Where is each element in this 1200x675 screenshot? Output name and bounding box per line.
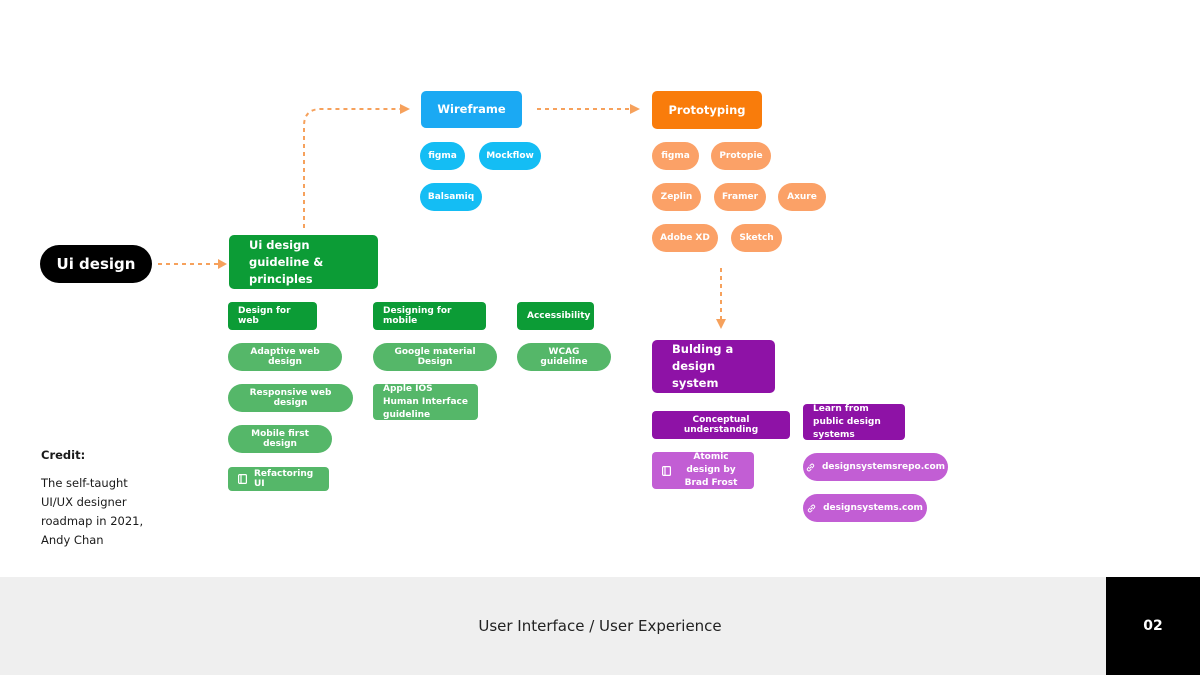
prototyping-tool-sketch[interactable]: Sketch (731, 224, 782, 252)
apple-ios-guideline-label: Apple IOS Human Interface guideline (383, 383, 468, 420)
arrowhead (630, 104, 640, 114)
responsive-web-design-label: Responsive web design (249, 388, 332, 408)
atomic-design-node[interactable]: Atomic design by Brad Frost (652, 452, 754, 489)
designing-for-mobile-label: Designing for mobile (383, 306, 452, 326)
prototyping-tool-framer-label: Framer (722, 192, 759, 202)
prototyping-tool-adobe-xd-label: Adobe XD (660, 233, 710, 243)
credit-line: Andy Chan (41, 533, 104, 547)
wireframe-title: Wireframe (437, 102, 506, 116)
wireframe-tool-figma-label: figma (428, 151, 457, 161)
design-system-node[interactable]: Bulding a design system (652, 340, 775, 393)
wcag-guideline-pill[interactable]: WCAG guideline (517, 343, 611, 371)
designing-for-mobile-node[interactable]: Designing for mobile (373, 302, 486, 330)
wireframe-tool-balsamiq[interactable]: Balsamiq (420, 183, 482, 211)
page-number: 02 (1106, 577, 1200, 675)
mobile-first-design-pill[interactable]: Mobile first design (228, 425, 332, 453)
responsive-web-design-pill[interactable]: Responsive web design (228, 384, 353, 412)
credit-line: UI/UX designer (41, 495, 127, 509)
wireframe-tool-figma[interactable]: figma (420, 142, 465, 170)
credit-heading: Credit: (41, 448, 86, 462)
prototyping-tool-protopie-label: Protopie (719, 151, 763, 161)
link-icon (807, 504, 816, 512)
public-design-systems-label: Learn from public design systems (813, 403, 881, 440)
design-for-web-label: Design for web (238, 306, 291, 326)
wireframe-tool-mockflow[interactable]: Mockflow (479, 142, 541, 170)
arrowhead (400, 104, 410, 114)
guideline-title: Ui design guideline & principles (249, 237, 324, 286)
prototyping-tool-figma-label: figma (661, 151, 690, 161)
public-design-systems-node[interactable]: Learn from public design systems (803, 404, 905, 440)
wcag-guideline-label: WCAG guideline (540, 347, 588, 367)
prototyping-tool-figma[interactable]: figma (652, 142, 699, 170)
conceptual-understanding-label: Conceptual understanding (683, 415, 759, 435)
apple-ios-guideline-node[interactable]: Apple IOS Human Interface guideline (373, 384, 478, 420)
book-icon (662, 465, 671, 476)
design-system-title: Bulding a design system (672, 342, 734, 390)
refactoring-ui-label: Refactoring UI (254, 469, 314, 489)
footer-title: User Interface / User Experience (478, 617, 722, 635)
wireframe-tool-mockflow-label: Mockflow (486, 151, 534, 161)
arrow-guideline-to-wireframe (303, 108, 400, 228)
credit-line: roadmap in 2021, (41, 514, 144, 528)
prototyping-tool-zeplin-label: Zeplin (660, 192, 693, 202)
prototyping-tool-zeplin[interactable]: Zeplin (652, 183, 701, 211)
prototyping-node[interactable]: Prototyping (652, 91, 762, 129)
prototyping-tool-sketch-label: Sketch (739, 233, 774, 243)
arrowhead (218, 259, 227, 269)
page-number-label: 02 (1143, 618, 1163, 634)
book-icon (238, 474, 247, 484)
prototyping-title: Prototyping (668, 102, 746, 117)
atomic-design-label: Atomic design by Brad Frost (684, 452, 738, 488)
accessibility-label: Accessibility (527, 311, 591, 321)
credit-line: The self-taught (41, 476, 128, 490)
designsystemsrepo-link[interactable]: designsystemsrepo.com (803, 453, 948, 481)
prototyping-tool-framer[interactable]: Framer (714, 183, 766, 211)
designsystems-label: designsystems.com (823, 503, 923, 513)
designsystems-link[interactable]: designsystems.com (803, 494, 927, 522)
root-label: Ui design (56, 255, 136, 273)
accessibility-node[interactable]: Accessibility (517, 302, 594, 330)
credit-text: The self-taught UI/UX designer roadmap i… (41, 474, 143, 550)
wireframe-tool-balsamiq-label: Balsamiq (427, 192, 475, 202)
conceptual-understanding-node[interactable]: Conceptual understanding (652, 411, 790, 439)
google-material-design-label: Google material Design (394, 347, 476, 367)
refactoring-ui-node[interactable]: Refactoring UI (228, 467, 329, 491)
root-node-ui-design[interactable]: Ui design (40, 245, 152, 283)
prototyping-tool-axure[interactable]: Axure (778, 183, 826, 211)
google-material-design-pill[interactable]: Google material Design (373, 343, 497, 371)
adaptive-web-design-pill[interactable]: Adaptive web design (228, 343, 342, 371)
design-for-web-node[interactable]: Design for web (228, 302, 317, 330)
guideline-node[interactable]: Ui design guideline & principles (229, 235, 378, 289)
designsystemsrepo-label: designsystemsrepo.com (821, 462, 946, 472)
prototyping-tool-adobe-xd[interactable]: Adobe XD (652, 224, 718, 252)
mobile-first-design-label: Mobile first design (251, 429, 309, 449)
link-icon (806, 463, 815, 471)
footer-bar (0, 577, 1106, 675)
wireframe-node[interactable]: Wireframe (421, 91, 522, 128)
prototyping-tool-protopie[interactable]: Protopie (711, 142, 771, 170)
prototyping-tool-axure-label: Axure (787, 192, 817, 202)
adaptive-web-design-label: Adaptive web design (250, 347, 320, 367)
arrowhead (716, 319, 726, 329)
